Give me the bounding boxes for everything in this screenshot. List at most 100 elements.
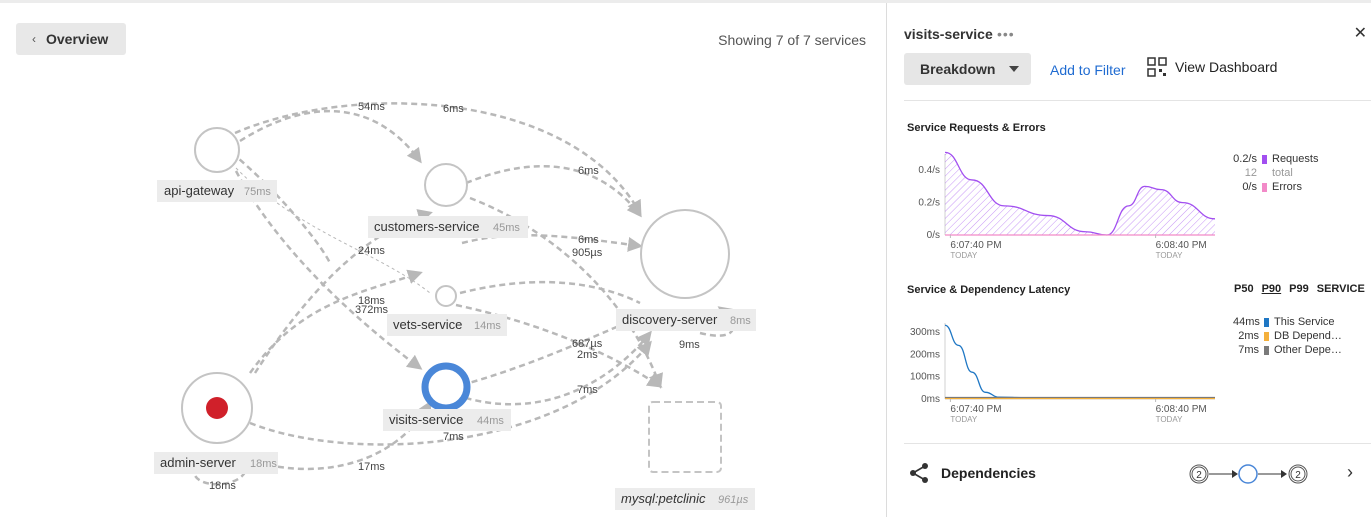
edge	[229, 400, 432, 471]
x-tick-sublabel: TODAY	[1156, 251, 1183, 260]
y-tick-label: 300ms	[910, 327, 940, 338]
edge-label: 687µs	[572, 338, 603, 350]
requests-legend: 0.2/s Requests 12 total 0/s Errors	[1233, 152, 1318, 194]
edge-label: 18ms	[209, 480, 236, 492]
dependency-diagram: 2 2	[1189, 464, 1308, 484]
node-admin-server[interactable]: admin-server 18ms	[154, 372, 278, 474]
node-name: mysql:petclinic	[621, 491, 706, 506]
tab-service[interactable]: SERVICE	[1316, 283, 1365, 295]
panel-title: visits-service	[904, 26, 993, 42]
percentile-selector: P50 P90 P99 SERVICE	[1234, 283, 1365, 295]
node-api-gateway[interactable]: api-gateway 75ms	[157, 127, 277, 202]
edge	[455, 303, 663, 388]
overview-label: Overview	[46, 31, 109, 47]
node-name: api-gateway	[164, 183, 235, 198]
edge-label: 7ms	[577, 384, 598, 396]
node-customers-service[interactable]: customers-service 45ms	[368, 163, 528, 238]
breakdown-dropdown[interactable]: Breakdown	[904, 53, 1031, 85]
chevron-right-icon[interactable]: ›	[1347, 462, 1353, 482]
node-vets-service[interactable]: vets-service 14ms	[387, 285, 507, 336]
edge	[465, 165, 642, 218]
edge-label: 9ms	[679, 339, 700, 351]
tab-p90[interactable]: P90	[1261, 283, 1282, 295]
caret-down-icon	[1009, 66, 1019, 72]
breakdown-label: Breakdown	[920, 61, 996, 77]
node-mysql-database[interactable]: mysql:petclinic 961µs	[615, 401, 755, 510]
service-map[interactable]: 54ms 6ms 6ms 24ms 6ms 905µs 18ms 372ms 6…	[0, 3, 886, 517]
dashboard-grid-icon	[1147, 57, 1167, 77]
edge-label: 18ms	[358, 295, 385, 307]
legend-this-service: 44ms This Service	[1233, 316, 1335, 328]
node-name: discovery-server	[622, 312, 718, 327]
y-tick-label: 200ms	[910, 349, 940, 360]
x-tick-sublabel: TODAY	[950, 415, 977, 424]
close-icon[interactable]: ✕	[1353, 25, 1367, 42]
chevron-left-icon: ‹	[32, 32, 36, 46]
legend-db-dependency: 2ms DB Depend…	[1238, 330, 1342, 342]
edge-label: 6ms	[578, 234, 599, 246]
node-latency: 45ms	[493, 222, 520, 234]
view-dashboard-button[interactable]: View Dashboard	[1147, 57, 1277, 77]
dependencies-row[interactable]: Dependencies 2 2 ›	[907, 458, 1357, 488]
legend-total: 12 total	[1244, 167, 1293, 179]
edge	[459, 280, 641, 305]
dependencies-label: Dependencies	[941, 465, 1036, 481]
service-map-canvas: 54ms 6ms 6ms 24ms 6ms 905µs 18ms 372ms 6…	[154, 101, 756, 510]
node-name: vets-service	[393, 317, 462, 332]
x-tick-label: 6:08:40 PM	[1156, 404, 1207, 415]
node-name: visits-service	[389, 412, 463, 427]
node-name: admin-server	[160, 455, 237, 470]
y-tick-label: 0.2/s	[918, 198, 940, 209]
tab-p99[interactable]: P99	[1289, 283, 1309, 295]
y-tick-label: 0.4/s	[918, 165, 940, 176]
edge	[461, 234, 643, 252]
edge-label: 7ms	[443, 431, 464, 443]
edge-labels: 54ms 6ms 6ms 24ms 6ms 905µs 18ms 372ms 6…	[209, 101, 700, 492]
series-line-0	[944, 324, 1215, 399]
out-count: 2	[1295, 470, 1301, 481]
legend-other-dependency: 7ms Other Depe…	[1238, 344, 1342, 356]
edge-label: 6ms	[578, 165, 599, 177]
edge-label: 6ms	[443, 103, 464, 115]
edge-label: 17ms	[358, 461, 385, 473]
edge	[239, 110, 422, 164]
y-tick-label: 0ms	[921, 394, 940, 405]
y-tick-label: 0/s	[927, 230, 940, 241]
legend-requests: 0.2/s Requests	[1233, 153, 1319, 165]
in-count: 2	[1196, 470, 1202, 481]
edge-label: 905µs	[572, 247, 603, 259]
latency-legend: 44ms This Service 2ms DB Depend… 7ms Oth…	[1233, 315, 1342, 357]
add-to-filter-link[interactable]: Add to Filter	[1050, 62, 1126, 78]
view-dashboard-label: View Dashboard	[1175, 59, 1278, 75]
edge	[231, 152, 332, 264]
node-latency: 18ms	[250, 458, 277, 470]
x-tick-sublabel: TODAY	[950, 251, 977, 260]
legend-errors: 0/s Errors	[1242, 181, 1302, 193]
tab-p50[interactable]: P50	[1234, 283, 1254, 295]
edge	[249, 340, 652, 446]
edge	[234, 102, 642, 216]
latency-chart-title: Service & Dependency Latency	[907, 284, 1071, 296]
divider	[904, 100, 1371, 101]
more-options-icon[interactable]: •••	[997, 26, 1015, 42]
edge-label: 54ms	[358, 101, 385, 113]
x-tick-label: 6:07:40 PM	[950, 404, 1001, 415]
series-area-0	[945, 152, 1215, 235]
y-tick-label: 100ms	[910, 372, 940, 383]
edge	[455, 330, 652, 406]
requests-chart-title: Service Requests & Errors	[907, 122, 1046, 134]
node-discovery-server[interactable]: discovery-server 8ms	[616, 209, 756, 331]
overview-back-button[interactable]: ‹ Overview	[16, 23, 126, 55]
top-divider	[0, 0, 1371, 3]
node-latency: 8ms	[730, 315, 751, 327]
node-latency: 44ms	[477, 415, 504, 427]
service-detail-panel: visits-service ••• ✕ Breakdown Add to Fi…	[886, 3, 1371, 517]
node-name: customers-service	[374, 219, 479, 234]
node-visits-service[interactable]: visits-service 44ms	[383, 362, 511, 431]
divider	[904, 443, 1371, 444]
edge-label: 24ms	[358, 245, 385, 257]
node-latency: 75ms	[244, 186, 271, 198]
edge-label: 2ms	[577, 349, 598, 361]
